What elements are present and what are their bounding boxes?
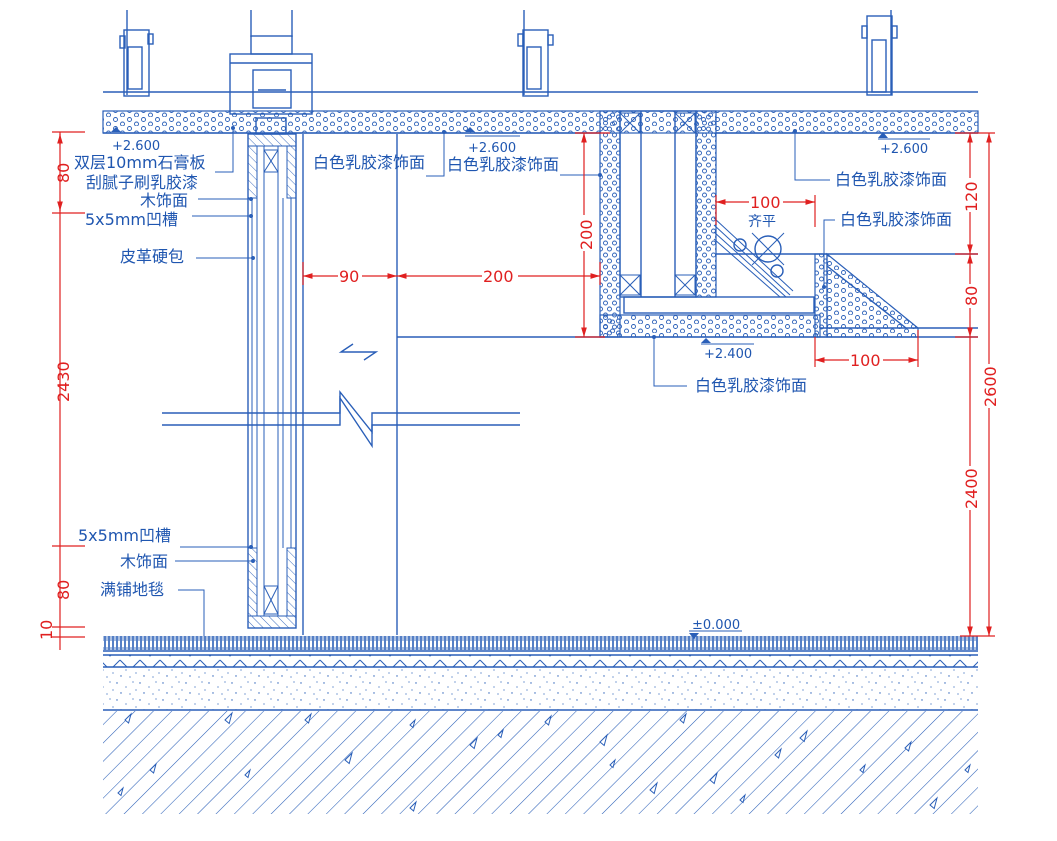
dim-left-top: 80 bbox=[54, 163, 73, 183]
aggregate-mark bbox=[709, 771, 718, 785]
elevation-ceiling-left: +2.600 bbox=[112, 139, 160, 154]
elevation-soffit: +2.400 bbox=[704, 347, 752, 362]
dim-top-100: 100 bbox=[750, 193, 781, 212]
ceiling-gypsum bbox=[102, 110, 979, 134]
aggregate-mark bbox=[649, 781, 658, 795]
dim-200: 200 bbox=[483, 267, 514, 286]
aggregate-mark bbox=[739, 793, 746, 804]
leaders-right bbox=[426, 129, 835, 387]
aggregate-mark bbox=[344, 751, 353, 765]
label-flush: 齐平 bbox=[748, 214, 776, 230]
dimension-left bbox=[52, 131, 85, 650]
dim-bottom-100: 100 bbox=[850, 351, 881, 370]
aggregate-mark bbox=[304, 712, 312, 724]
floor-layers bbox=[103, 636, 978, 814]
dim-right-120: 120 bbox=[962, 181, 981, 212]
aggregate-mark bbox=[117, 786, 124, 797]
dim-left-main: 2430 bbox=[54, 361, 73, 402]
label-paint-5: 白色乳胶漆饰面 bbox=[695, 376, 807, 395]
aggregate-mark bbox=[544, 714, 552, 726]
light-fixture-icon bbox=[713, 217, 794, 298]
label-leather-panel: 皮革硬包 bbox=[120, 247, 184, 266]
label-paint-4: 白色乳胶漆饰面 bbox=[840, 210, 952, 229]
aggregate-mark bbox=[224, 711, 233, 725]
elevation-marker: +2.600 bbox=[108, 127, 170, 154]
ceiling-hanger bbox=[861, 10, 898, 96]
label-groove-top: 5x5mm凹槽 bbox=[85, 210, 178, 229]
dim-right-2600: 2600 bbox=[981, 366, 1000, 407]
elevation-ceiling-mid: +2.600 bbox=[468, 141, 516, 156]
soffit-box bbox=[599, 110, 978, 338]
elevation-marker: +2.600 bbox=[465, 127, 520, 156]
leaders-left bbox=[175, 126, 255, 636]
elevation-marker: +2.400 bbox=[701, 338, 754, 362]
aggregate-mark bbox=[679, 712, 687, 724]
dim-90: 90 bbox=[339, 267, 359, 286]
dim-left-bottom: 80 bbox=[54, 580, 73, 600]
aggregate-mark bbox=[774, 747, 782, 759]
aggregate-mark bbox=[244, 768, 251, 779]
label-paint-1: 白色乳胶漆饰面 bbox=[313, 153, 425, 172]
label-wood-veneer-bottom: 木饰面 bbox=[120, 552, 168, 571]
elevation-marker: +2.600 bbox=[878, 132, 930, 157]
aggregate-mark bbox=[409, 800, 417, 812]
aggregate-mark bbox=[609, 758, 616, 769]
label-putty-paint: 刮腻子刷乳胶漆 bbox=[86, 173, 198, 192]
break-line bbox=[162, 343, 520, 449]
dim-left-base: 10 bbox=[37, 620, 56, 640]
elevation-ceiling-right: +2.600 bbox=[880, 142, 928, 157]
label-paint-3: 白色乳胶漆饰面 bbox=[835, 170, 947, 189]
aggregate-mark bbox=[124, 712, 132, 724]
wall-panel bbox=[247, 133, 297, 629]
dim-right-2400: 2400 bbox=[962, 468, 981, 509]
dim-right-80: 80 bbox=[962, 286, 981, 306]
aggregate-mark bbox=[964, 763, 971, 774]
label-paint-2: 白色乳胶漆饰面 bbox=[447, 155, 559, 174]
aggregate-mark bbox=[149, 762, 157, 774]
dim-soffit-200: 200 bbox=[577, 219, 596, 250]
label-gypsum-board: 双层10mm石膏板 bbox=[74, 153, 206, 172]
aggregate-mark bbox=[859, 763, 866, 774]
aggregate-mark bbox=[469, 736, 478, 750]
aggregate-mark bbox=[799, 729, 808, 743]
label-groove-bottom: 5x5mm凹槽 bbox=[78, 526, 171, 545]
aggregate-mark bbox=[409, 718, 416, 729]
aggregate-mark bbox=[599, 733, 608, 747]
label-carpet: 满铺地毯 bbox=[100, 580, 164, 599]
elevation-floor: ±0.000 bbox=[692, 618, 740, 633]
ceiling-hanger bbox=[517, 10, 554, 97]
ceiling-hanger bbox=[119, 10, 154, 97]
aggregate-mark bbox=[929, 796, 938, 810]
aggregate-mark bbox=[904, 740, 912, 752]
elevation-marker: ±0.000 bbox=[689, 618, 742, 639]
aggregate-mark bbox=[497, 728, 504, 739]
label-wood-veneer-top: 木饰面 bbox=[140, 191, 188, 210]
